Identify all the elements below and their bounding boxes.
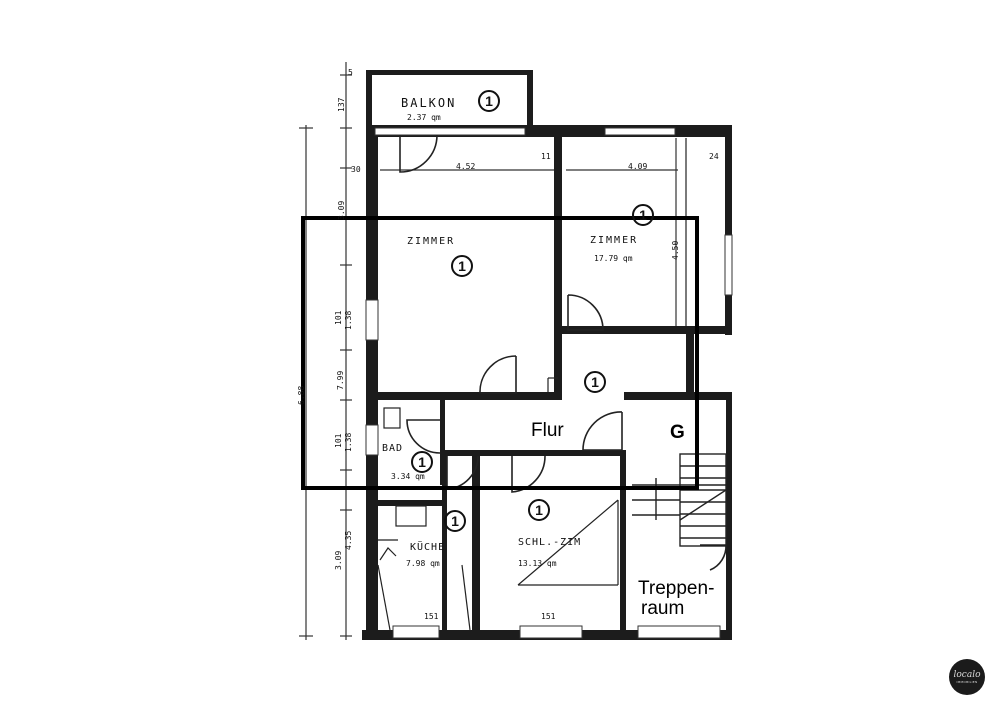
highlight-frame [301, 216, 699, 490]
flur-label: Flur [531, 420, 564, 441]
dimension-11: 11 [541, 152, 551, 161]
balkon-area: 2.37 qm [407, 113, 441, 122]
dimension-799: 7.99 [336, 370, 345, 390]
dimension-435: 4.35 [344, 530, 353, 550]
brand-logo: localo IMMOBILIEN [949, 659, 985, 695]
flur-marker: 1 [584, 371, 606, 393]
treppenraum-label-line1: Treppen- [638, 578, 715, 599]
dimension-101b: 101 [334, 433, 343, 448]
bad-label: BAD [382, 443, 404, 454]
zimmer-right-area: 17.79 qm [594, 254, 633, 263]
dimension-138: 1.38 [344, 310, 353, 330]
window-label-101b: 101 [541, 628, 556, 637]
bad-marker: 1 [411, 451, 433, 473]
treppenraum-label-line2: raum [641, 598, 685, 619]
zimmer-left-marker: 1 [451, 255, 473, 277]
kueche-area: 7.98 qm [406, 559, 440, 568]
windows [365, 127, 733, 639]
dimension-width-left: 4.52 [456, 162, 476, 171]
dimension-138b: 1.38 [344, 432, 353, 452]
dimension-5: 5 [348, 68, 353, 77]
dimension-total: 6.88 [297, 385, 306, 405]
fixtures [377, 138, 687, 631]
zimmer-left-label: ZIMMER [407, 236, 456, 247]
schlafzimmer-area: 13.13 qm [518, 559, 557, 568]
logo-brand-text: localo [953, 670, 981, 680]
dimension-width-right: 4.09 [628, 162, 648, 171]
logo-subtitle: IMMOBILIEN [956, 680, 978, 684]
dimension-24: 24 [709, 152, 719, 161]
zimmer-right-label: ZIMMER [590, 235, 639, 246]
window-label-151a: 151 [424, 612, 439, 621]
kueche-label: KÜCHE [410, 542, 446, 553]
dimension-30: 30 [351, 165, 361, 174]
kueche-marker: 1 [444, 510, 466, 532]
schlafzimmer-marker: 1 [528, 499, 550, 521]
dimension-height-right: 4.50 [671, 240, 680, 260]
schlafzimmer-label: SCHL.-ZIM [518, 537, 582, 548]
dimension-101: 101 [334, 310, 343, 325]
dimension-309: 3.09 [337, 200, 346, 220]
stairs [632, 453, 727, 547]
dimension-137: 137 [337, 97, 346, 112]
balkon-label: BALKON [401, 96, 457, 110]
doors [399, 134, 727, 571]
dimension-309b: 3.09 [334, 550, 343, 570]
balkon-marker: 1 [478, 90, 500, 112]
window-label-151b: 151 [541, 612, 556, 621]
window-label-101a: 101 [424, 628, 439, 637]
g-label: G [670, 422, 685, 443]
zimmer-right-marker: 1 [632, 204, 654, 226]
bad-area: 3.34 qm [391, 472, 425, 481]
